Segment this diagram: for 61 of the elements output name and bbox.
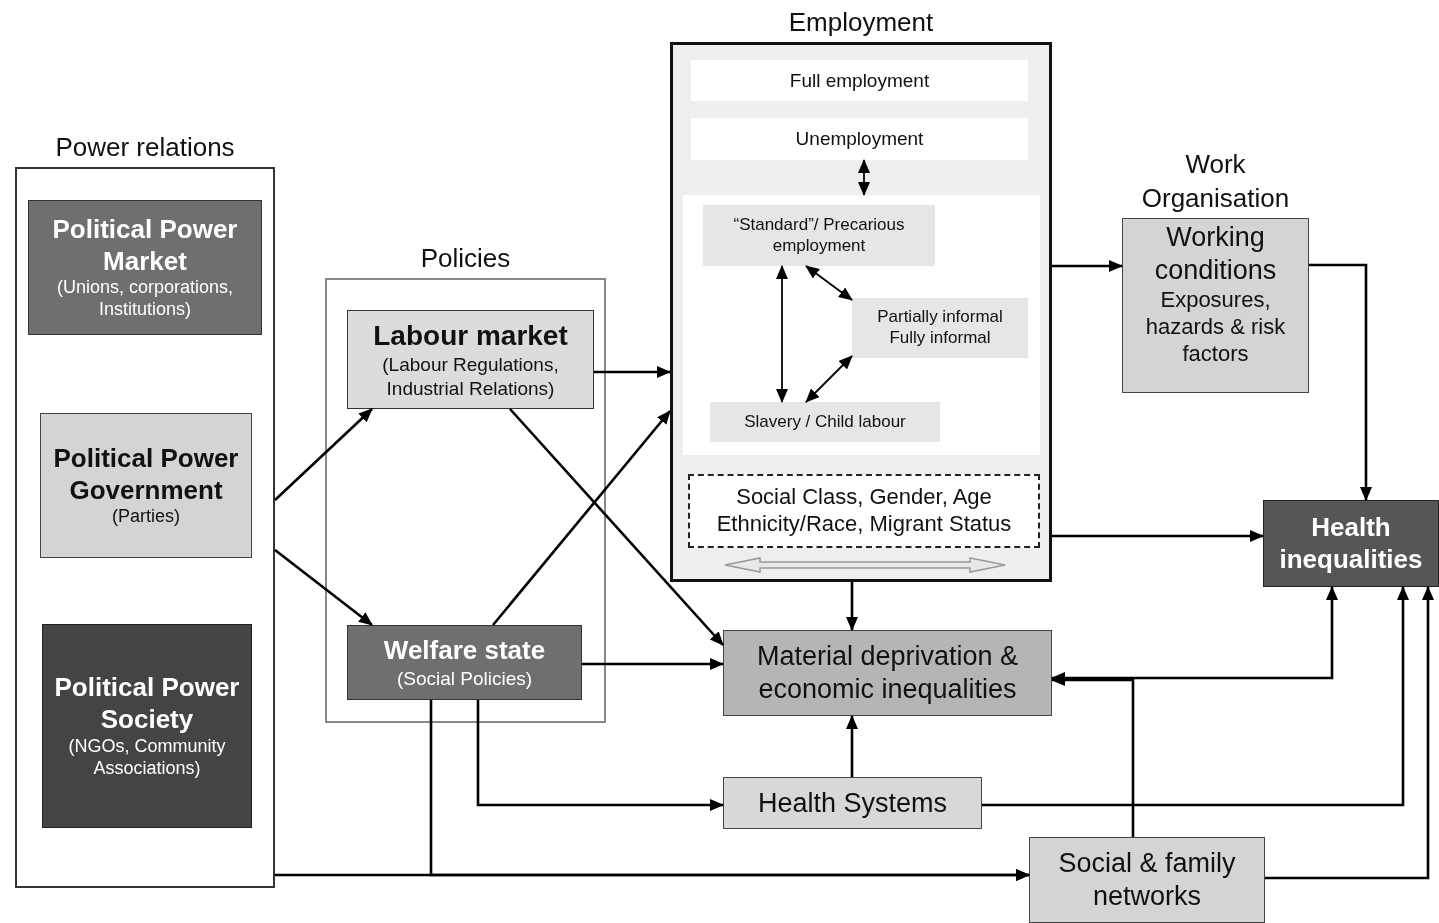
box-title: Full employment bbox=[789, 68, 930, 93]
box-title: Welfare state bbox=[383, 635, 546, 667]
arrow bbox=[846, 582, 858, 631]
box-subtitle: (Social Policies) bbox=[396, 666, 533, 690]
box-title: Labour market bbox=[373, 319, 568, 354]
arrow bbox=[594, 366, 671, 378]
box-title: Unemployment bbox=[795, 127, 924, 151]
box-title: Political Power Government bbox=[52, 442, 240, 507]
factor-box bbox=[688, 474, 1040, 548]
arrow bbox=[1052, 260, 1123, 272]
arrow bbox=[805, 355, 853, 403]
arrow bbox=[1052, 530, 1264, 542]
box-title: Social & family networks bbox=[1057, 847, 1237, 913]
box-title: Political Power Society bbox=[53, 672, 241, 736]
box-subtitle: (Labour Regulations, Industrial Relations) bbox=[381, 353, 560, 400]
policy-box bbox=[347, 625, 582, 700]
arrow bbox=[776, 265, 788, 403]
panel-heading: Employment bbox=[788, 6, 934, 40]
panel-heading: Power relations bbox=[55, 133, 235, 165]
box-subtitle: Fully informal bbox=[889, 328, 991, 349]
box-subtitle: Exposures, hazards & risk factors bbox=[1144, 286, 1287, 368]
process-box bbox=[723, 777, 982, 829]
arrow bbox=[858, 159, 870, 196]
box-subtitle: (NGOs, Community Associations) bbox=[67, 735, 227, 780]
box-title: Health Systems bbox=[757, 786, 948, 820]
arrow bbox=[1265, 586, 1434, 880]
status-box bbox=[703, 205, 935, 266]
box-title: Partially informal bbox=[877, 307, 1003, 328]
box-subtitle: (Unions, corporations, Institutions) bbox=[55, 277, 235, 322]
status-box bbox=[852, 298, 1028, 358]
actor-box bbox=[40, 413, 252, 558]
actor-box bbox=[28, 200, 262, 335]
arrow bbox=[582, 658, 724, 670]
box-title: Social Class, Gender, Age Ethnicity/Race, Migrant Status bbox=[715, 484, 1013, 538]
status-box bbox=[691, 118, 1028, 160]
inner-panel bbox=[683, 195, 1040, 455]
box-title: Material deprivation & economic inequalities bbox=[755, 640, 1020, 706]
arrow bbox=[846, 715, 858, 777]
arrow bbox=[274, 548, 373, 627]
actor-box bbox=[42, 624, 252, 828]
arrow bbox=[509, 408, 724, 646]
arrow bbox=[275, 869, 1030, 881]
process-box bbox=[723, 630, 1052, 716]
arrow bbox=[1309, 263, 1372, 501]
policy-box bbox=[347, 310, 594, 409]
arrow bbox=[805, 265, 853, 301]
status-box bbox=[710, 402, 940, 442]
box-subtitle: (Parties) bbox=[112, 506, 180, 529]
box-title: Health inequalities bbox=[1278, 511, 1424, 576]
outcome-box bbox=[1263, 500, 1439, 587]
panel-heading: Work Organisation bbox=[1140, 148, 1291, 216]
panel-heading: Policies bbox=[420, 244, 511, 276]
box-title: Political Power Market bbox=[51, 213, 239, 278]
arrow bbox=[492, 410, 671, 626]
box-title: “Standard”/ Precarious employment bbox=[732, 214, 906, 257]
process-box bbox=[1029, 837, 1265, 923]
box-title: Slavery / Child labour bbox=[744, 411, 906, 433]
arrow bbox=[274, 408, 373, 501]
arrow bbox=[476, 700, 724, 811]
box-title: Working conditions bbox=[1153, 221, 1278, 287]
arrow bbox=[982, 586, 1409, 807]
